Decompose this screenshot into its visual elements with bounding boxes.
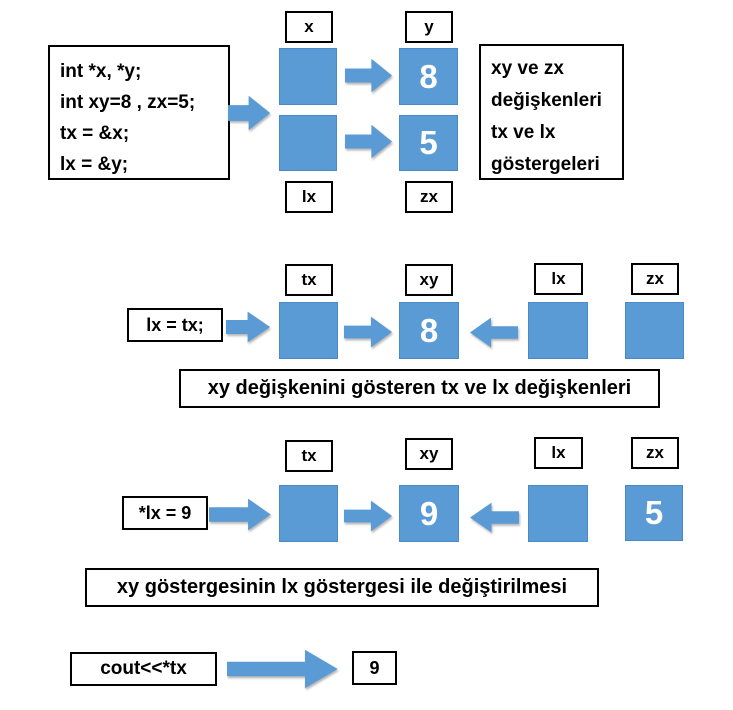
arrow-left-icon [469,317,518,348]
memory-cell-zx: 5 [625,485,683,541]
caption-text: xy göstergesinin lx göstergesi ile değiş… [116,576,568,598]
memory-cell-tx [279,485,338,542]
code-line: tx = &x; [60,123,130,144]
statement-box: *lx = 9 [122,496,208,530]
var-label-text: zx [420,187,438,206]
var-label-text: x [304,17,314,36]
memory-cell-xy: 9 [399,485,459,542]
caption-box: xy göstergesinin lx göstergesi ile değiş… [85,568,599,607]
var-label-zx: zx [631,263,679,295]
arrow-right-icon [344,500,393,532]
var-label-text: y [424,17,434,36]
memory-cell-lx [528,302,588,359]
code-line: int xy=8 , zx=5; [60,92,196,113]
memory-cell-lx [528,485,588,542]
var-label-zx: zx [631,437,679,469]
statement-box: cout<<*tx [70,652,217,686]
var-label-text: tx [301,270,317,289]
memory-cell-lx [279,115,337,171]
arrow-right-icon [227,649,340,689]
var-label-text: tx [301,446,317,465]
arrow-right-icon [209,498,272,531]
description-box: xy ve zx değişkenleri tx ve lx göstergel… [479,44,624,180]
arrow-right-icon [345,124,393,159]
memory-cell-xy: 8 [399,302,459,359]
var-label-text: zx [646,269,664,288]
caption-box: xy değişkenini gösteren tx ve lx değişke… [179,369,660,408]
arrow-left-icon [469,502,519,533]
var-label-x: x [285,11,333,43]
var-label-text: xy [419,270,439,289]
var-label-xy: xy [405,438,453,470]
code-box: int *x, *y; int xy=8 , zx=5; tx = &x; lx… [48,45,230,180]
var-label-zx: zx [405,181,453,213]
var-label-lx: lx [285,181,333,213]
var-label-text: lx [301,187,317,206]
arrow-right-icon [226,311,271,343]
var-label-tx: tx [285,440,333,472]
description-line: değişkenleri [491,90,602,111]
var-label-lx: lx [534,263,583,295]
code-line: int *x, *y; [60,61,142,82]
description-line: göstergeleri [491,154,600,175]
arrow-right-icon [344,316,393,348]
memory-cell-x [279,48,337,105]
var-label-tx: tx [285,264,333,296]
var-label-lx: lx [534,437,583,469]
memory-cell-zx [625,302,684,359]
statement-text: *lx = 9 [138,502,192,523]
code-line: lx = &y; [60,154,129,175]
var-label-text: xy [419,444,439,463]
var-label-text: lx [551,443,566,462]
caption-text: xy değişkenini gösteren tx ve lx değişke… [207,377,632,399]
statement-box: lx = tx; [127,308,223,342]
description-line: xy ve zx [491,58,564,79]
arrow-right-icon [228,95,271,131]
statement-text: lx = tx; [146,314,204,335]
var-label-text: zx [646,443,664,462]
var-label-text: lx [551,269,566,288]
memory-cell-y: 8 [399,48,458,105]
statement-text: cout<<*tx [100,658,187,679]
result-box: 9 [352,651,397,685]
var-label-xy: xy [405,264,453,296]
description-line: tx ve lx [491,122,556,143]
var-label-y: y [405,11,453,43]
result-text: 9 [369,657,380,678]
memory-cell-tx [279,302,338,359]
arrow-right-icon [345,58,393,93]
memory-cell-zx: 5 [399,115,458,171]
